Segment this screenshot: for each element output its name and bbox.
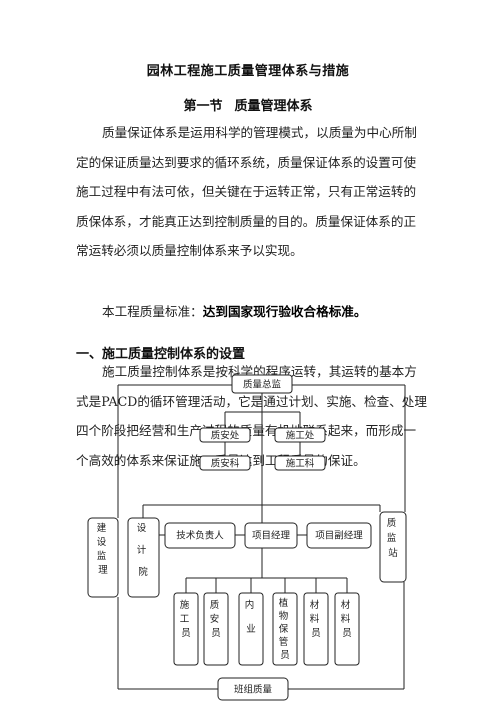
node-construction-section-label: 施工科 bbox=[286, 458, 315, 470]
section-number: 第一节 bbox=[183, 99, 223, 114]
node-technical-lead-label: 技术负责人 bbox=[176, 530, 224, 542]
node-construction-supervision bbox=[87, 517, 119, 598]
node-materials-officer-2 bbox=[334, 592, 360, 666]
node-internal-affairs bbox=[238, 592, 264, 666]
node-materials-officer-2-label: 材 料 员 bbox=[341, 599, 354, 639]
node-plant-custodian-label: 植 物 保 管 员 bbox=[279, 597, 292, 661]
node-quality-director bbox=[231, 374, 293, 394]
node-construction-supervision-label: 建 设 监 理 bbox=[97, 522, 110, 576]
node-quality-supervision-station bbox=[379, 511, 407, 583]
node-quality-supervision-station-label: 质 监 站 bbox=[387, 517, 400, 559]
paragraph-quality-standard: 本工程质量标准：达到国家现行验收合格标准。 bbox=[76, 297, 428, 327]
section-heading: 第一节质量管理体系 bbox=[0, 95, 496, 114]
paragraph-quality-system: 质量保证体系是运用科学的管理模式，以质量为中心所制定的保证质量达到要求的循环系统… bbox=[76, 125, 417, 258]
node-construction-office bbox=[274, 427, 326, 443]
standard-label: 本工程质量标准： bbox=[102, 304, 203, 319]
node-construction-section bbox=[274, 455, 326, 471]
node-materials-officer-1 bbox=[303, 592, 329, 666]
node-quality-safety-officer-label: 质 安 员 bbox=[210, 599, 223, 639]
org-chart-connectors bbox=[117, 384, 406, 690]
node-quality-safety-section-label: 质安科 bbox=[211, 458, 240, 470]
node-design-institute-label: 设 计 院 bbox=[137, 523, 150, 578]
node-plant-custodian bbox=[272, 592, 298, 666]
node-internal-affairs-label: 内 业 bbox=[245, 599, 258, 635]
node-materials-officer-1-label: 材 料 员 bbox=[310, 599, 323, 639]
section-title: 质量管理体系 bbox=[234, 99, 313, 114]
node-quality-director-label: 质量总监 bbox=[243, 379, 282, 391]
node-team-quality-label: 班组质量 bbox=[234, 684, 273, 696]
heading-control-system: 一、施工质量控制体系的设置 bbox=[76, 347, 246, 362]
node-construction-office-label: 施工处 bbox=[286, 430, 315, 442]
node-construction-worker bbox=[173, 592, 199, 666]
document-title: 园林工程施工质量管理体系与措施 bbox=[146, 64, 350, 79]
node-deputy-project-manager bbox=[306, 522, 372, 549]
node-technical-lead bbox=[164, 522, 236, 549]
node-design-institute bbox=[127, 517, 160, 598]
node-quality-safety-officer bbox=[203, 592, 229, 666]
node-quality-safety-section bbox=[199, 455, 251, 471]
node-project-manager bbox=[244, 522, 298, 549]
node-quality-safety-office-label: 质安处 bbox=[211, 430, 240, 442]
node-project-manager-label: 项目经理 bbox=[252, 530, 291, 542]
standard-value: 达到国家现行验收合格标准。 bbox=[202, 304, 367, 319]
node-deputy-project-manager-label: 项目副经理 bbox=[315, 530, 363, 542]
node-construction-worker-label: 施 工 员 bbox=[180, 599, 193, 639]
node-quality-safety-office bbox=[199, 427, 251, 443]
node-team-quality bbox=[217, 677, 289, 701]
